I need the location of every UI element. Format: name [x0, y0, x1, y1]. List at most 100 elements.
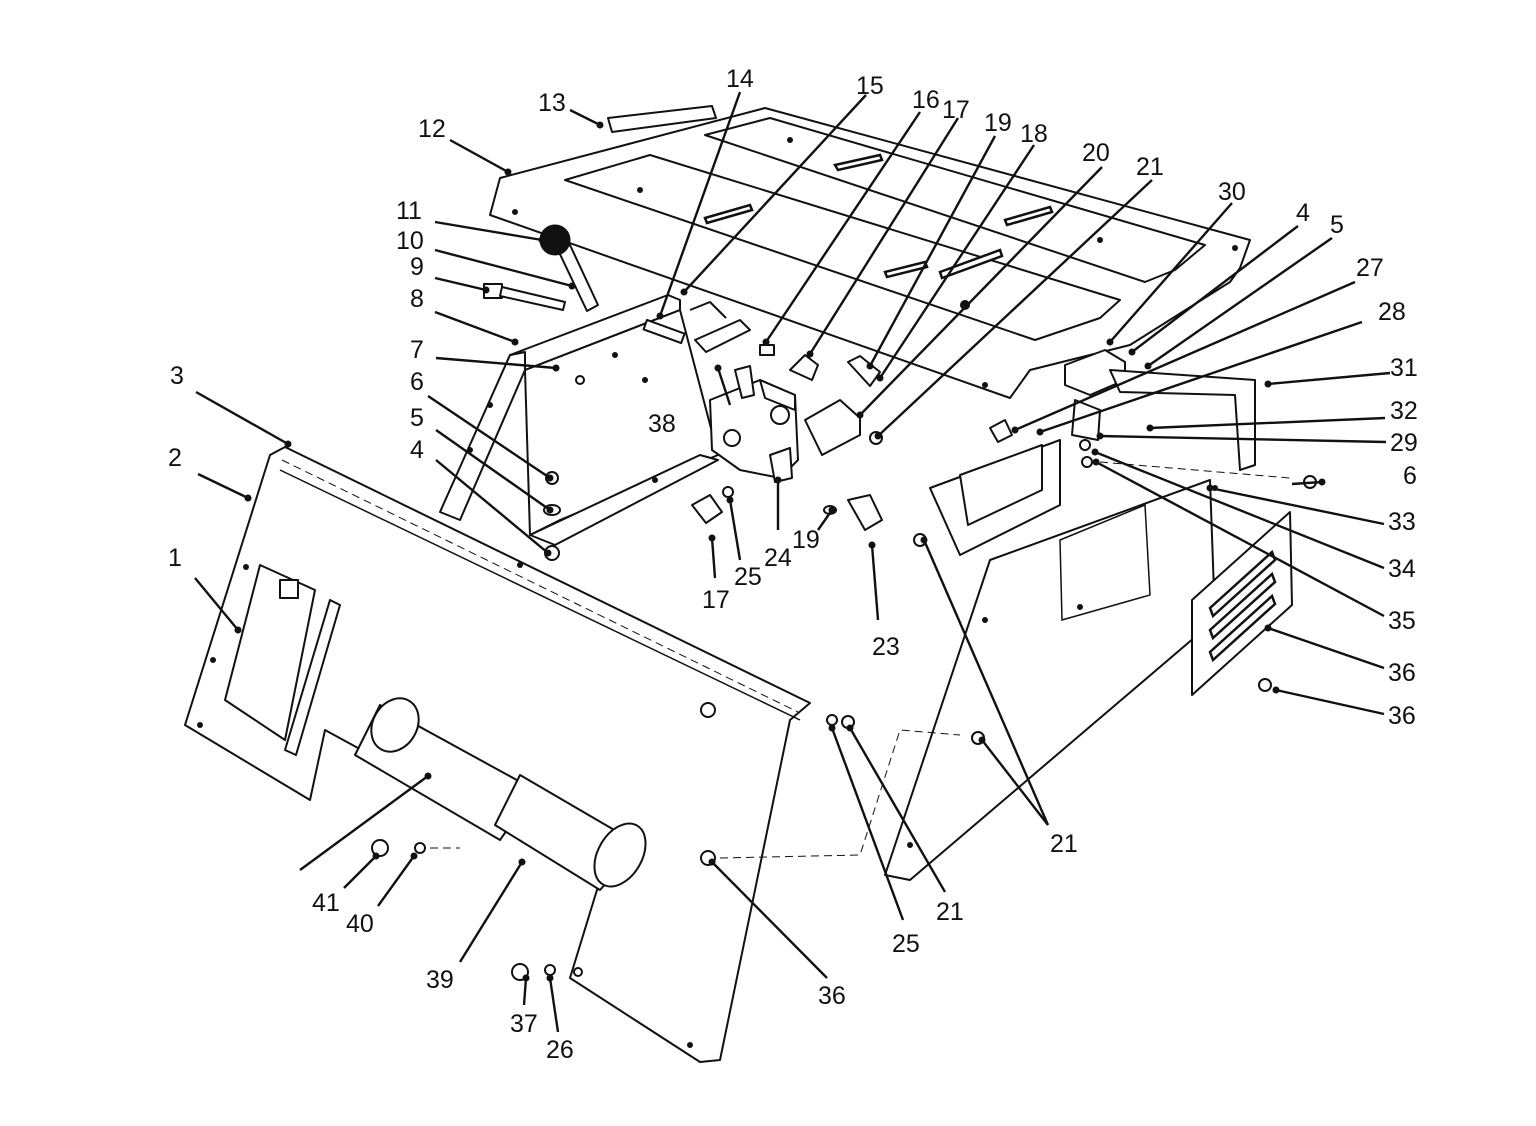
callout-label: 6 — [410, 368, 424, 396]
callout-label: 26 — [546, 1036, 574, 1064]
leader-dot — [1146, 424, 1154, 432]
leader-dot — [856, 411, 864, 419]
callout-label: 8 — [410, 285, 424, 313]
leader-dot — [522, 974, 530, 982]
callout-label: 34 — [1388, 555, 1416, 583]
leader-dot — [1106, 338, 1114, 346]
leader-dot — [234, 626, 242, 634]
callout-label: 19 — [792, 526, 820, 554]
leader-dot — [552, 364, 560, 372]
leader-dot — [1206, 484, 1214, 492]
callout-label: 33 — [1388, 508, 1416, 536]
callout-label: 35 — [1388, 607, 1416, 635]
callout-label: 36 — [818, 982, 846, 1010]
mount-plate — [804, 399, 861, 456]
leader-dot — [846, 724, 854, 732]
callout-label: 6 — [1403, 462, 1417, 490]
valve-block — [709, 365, 799, 483]
callout-label: 28 — [1378, 298, 1406, 326]
callout-label: 12 — [418, 115, 446, 143]
leader-dot — [1264, 380, 1272, 388]
callout-label: 14 — [726, 65, 754, 93]
callout-label: 30 — [1218, 178, 1246, 206]
leader-dot — [762, 338, 770, 346]
leader-dot — [656, 312, 664, 320]
leader-dot — [546, 974, 554, 982]
leader-dot — [978, 736, 986, 744]
leader-dot — [828, 724, 836, 732]
leader-dot — [868, 541, 876, 549]
callout-label: 25 — [892, 930, 920, 958]
callout-label: 7 — [410, 336, 424, 364]
leader-dot — [511, 338, 519, 346]
leader-dot — [568, 282, 576, 290]
callout-label: 5 — [410, 404, 424, 432]
leader-dot — [538, 236, 546, 244]
leader-dot — [544, 549, 552, 557]
callout-label: 5 — [1330, 211, 1344, 239]
callout-label: 17 — [942, 96, 970, 124]
top-panel — [489, 107, 1251, 399]
callout-label: 37 — [510, 1010, 538, 1038]
callout-label: 38 — [648, 410, 676, 438]
leader-dot — [1096, 432, 1104, 440]
leader-dot — [874, 432, 882, 440]
callout-label: 15 — [856, 72, 884, 100]
leader-dot — [726, 496, 734, 504]
leader-dot — [1144, 362, 1152, 370]
leader-dot — [680, 288, 688, 296]
leader-dot — [546, 506, 554, 514]
leader-dot — [1091, 448, 1099, 456]
leader-dot — [708, 534, 716, 542]
callout-label: 17 — [702, 586, 730, 614]
leader-dot — [504, 168, 512, 176]
callout-label: 19 — [984, 109, 1012, 137]
leader-dot — [244, 494, 252, 502]
leader-dot — [1128, 348, 1136, 356]
callout-label: 27 — [1356, 254, 1384, 282]
decal — [607, 105, 717, 133]
leader-dot — [774, 476, 782, 484]
callout-label: 39 — [426, 966, 454, 994]
callout-label: 13 — [538, 89, 566, 117]
callout-label: 2 — [168, 444, 182, 472]
leader-dot — [1092, 458, 1100, 466]
front-dash-panel — [184, 446, 811, 1063]
callout-label: 29 — [1390, 429, 1418, 457]
leader-dot — [1011, 426, 1019, 434]
control-bracket — [642, 301, 819, 381]
leader-dot — [518, 858, 526, 866]
leader-dot — [828, 506, 836, 514]
leader-dot — [284, 440, 292, 448]
leader-dot — [1318, 478, 1326, 486]
callout-label: 24 — [764, 544, 792, 572]
callout-label: 21 — [1136, 153, 1164, 181]
leader-dot — [482, 286, 490, 294]
callout-label: 10 — [396, 227, 424, 255]
callout-label: 25 — [734, 563, 762, 591]
leader-dot — [708, 858, 716, 866]
leader-lines — [194, 91, 1391, 1033]
leader-dot — [714, 364, 722, 372]
callout-label: 23 — [872, 633, 900, 661]
callout-label: 20 — [1082, 139, 1110, 167]
long-bolt — [483, 283, 566, 311]
callout-label: 21 — [1050, 830, 1078, 858]
leader-dot — [876, 374, 884, 382]
callout-label: 1 — [168, 544, 182, 572]
callout-label: 36 — [1388, 702, 1416, 730]
callout-label: 16 — [912, 86, 940, 114]
fittings — [691, 355, 883, 531]
leader-dot — [546, 474, 554, 482]
leader-dot — [920, 536, 928, 544]
leader-dot — [1036, 428, 1044, 436]
callout-label: 36 — [1388, 659, 1416, 687]
callout-label: 18 — [1020, 120, 1048, 148]
leader-dot — [410, 852, 418, 860]
callout-labels: 1 2 3 4 4 5 5 6 6 7 8 9 10 11 12 13 14 1… — [168, 65, 1418, 1064]
left-dash-frame — [439, 294, 719, 546]
callout-label: 11 — [396, 197, 422, 225]
leader-dot — [596, 121, 604, 129]
